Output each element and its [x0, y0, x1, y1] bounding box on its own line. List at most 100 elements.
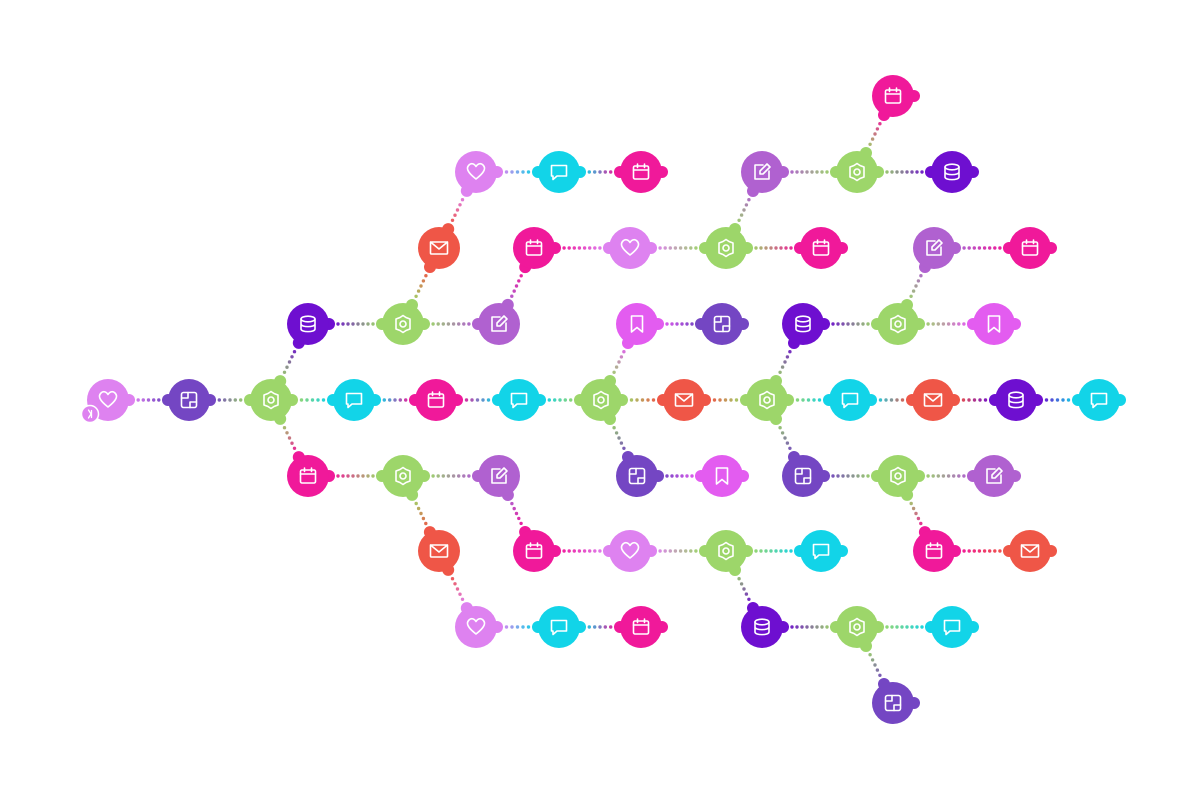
flow-node[interactable] — [513, 530, 555, 572]
node-body[interactable] — [382, 455, 424, 497]
node-body[interactable] — [741, 151, 783, 193]
flow-node[interactable] — [616, 455, 658, 497]
flow-node[interactable] — [931, 606, 973, 648]
flow-node[interactable] — [746, 379, 788, 421]
node-body[interactable] — [478, 455, 520, 497]
node-body[interactable] — [741, 606, 783, 648]
node-body[interactable] — [455, 606, 497, 648]
flow-node[interactable] — [478, 455, 520, 497]
node-body[interactable] — [287, 303, 329, 345]
node-body[interactable] — [872, 682, 914, 724]
flow-node[interactable] — [418, 530, 460, 572]
node-body[interactable] — [580, 379, 622, 421]
flow-node[interactable] — [478, 303, 520, 345]
node-body[interactable] — [616, 455, 658, 497]
flow-node[interactable] — [498, 379, 540, 421]
flow-node[interactable] — [80, 379, 130, 424]
flow-node[interactable] — [609, 530, 651, 572]
flow-node[interactable] — [620, 151, 662, 193]
flow-node[interactable] — [538, 606, 580, 648]
flow-node[interactable] — [877, 303, 919, 345]
flow-node[interactable] — [701, 455, 743, 497]
flow-node[interactable] — [913, 530, 955, 572]
node-body[interactable] — [800, 227, 842, 269]
node-body[interactable] — [800, 530, 842, 572]
flow-node[interactable] — [877, 455, 919, 497]
node-body[interactable] — [705, 530, 747, 572]
flow-node[interactable] — [1009, 530, 1051, 572]
flow-node[interactable] — [701, 303, 743, 345]
node-body[interactable] — [782, 303, 824, 345]
flow-node[interactable] — [620, 606, 662, 648]
node-body[interactable] — [538, 151, 580, 193]
flow-node[interactable] — [418, 227, 460, 269]
node-body[interactable] — [498, 379, 540, 421]
node-body[interactable] — [829, 379, 871, 421]
flow-node[interactable] — [741, 151, 783, 193]
node-body[interactable] — [836, 606, 878, 648]
node-body[interactable] — [168, 379, 210, 421]
node-body[interactable] — [1009, 227, 1051, 269]
flow-node[interactable] — [872, 75, 914, 117]
node-body[interactable] — [513, 227, 555, 269]
node-body[interactable] — [913, 227, 955, 269]
flow-node[interactable] — [455, 151, 497, 193]
flow-node[interactable] — [973, 303, 1015, 345]
node-body[interactable] — [333, 379, 375, 421]
flow-node[interactable] — [455, 606, 497, 648]
flow-node[interactable] — [250, 379, 292, 421]
flow-node[interactable] — [836, 151, 878, 193]
node-body[interactable] — [705, 227, 747, 269]
flow-node[interactable] — [800, 530, 842, 572]
node-body[interactable] — [701, 455, 743, 497]
flow-node[interactable] — [913, 227, 955, 269]
node-body[interactable] — [995, 379, 1037, 421]
flow-node[interactable] — [663, 379, 705, 421]
node-body[interactable] — [609, 227, 651, 269]
flow-node[interactable] — [800, 227, 842, 269]
flow-node[interactable] — [287, 455, 329, 497]
node-body[interactable] — [455, 151, 497, 193]
node-body[interactable] — [913, 530, 955, 572]
node-body[interactable] — [287, 455, 329, 497]
flow-node[interactable] — [580, 379, 622, 421]
node-body[interactable] — [931, 151, 973, 193]
flow-node[interactable] — [609, 227, 651, 269]
node-body[interactable] — [746, 379, 788, 421]
node-body[interactable] — [877, 303, 919, 345]
flow-node[interactable] — [1078, 379, 1120, 421]
flow-node[interactable] — [705, 530, 747, 572]
node-body[interactable] — [620, 606, 662, 648]
node-body[interactable] — [782, 455, 824, 497]
flow-node[interactable] — [513, 227, 555, 269]
flow-node[interactable] — [538, 151, 580, 193]
flow-node[interactable] — [995, 379, 1037, 421]
flow-node[interactable] — [616, 303, 658, 345]
flow-node[interactable] — [912, 379, 954, 421]
flow-node[interactable] — [872, 682, 914, 724]
node-body[interactable] — [973, 455, 1015, 497]
node-body[interactable] — [877, 455, 919, 497]
node-body[interactable] — [973, 303, 1015, 345]
node-body[interactable] — [609, 530, 651, 572]
flow-node[interactable] — [782, 455, 824, 497]
flow-node[interactable] — [782, 303, 824, 345]
node-body[interactable] — [250, 379, 292, 421]
flow-node[interactable] — [382, 303, 424, 345]
flow-node[interactable] — [931, 151, 973, 193]
node-body[interactable] — [1078, 379, 1120, 421]
flow-node[interactable] — [415, 379, 457, 421]
flow-node[interactable] — [829, 379, 871, 421]
flow-node[interactable] — [836, 606, 878, 648]
node-body[interactable] — [620, 151, 662, 193]
flow-node[interactable] — [333, 379, 375, 421]
flow-node[interactable] — [168, 379, 210, 421]
flow-node[interactable] — [287, 303, 329, 345]
node-body[interactable] — [415, 379, 457, 421]
node-body[interactable] — [931, 606, 973, 648]
node-body[interactable] — [513, 530, 555, 572]
flow-node[interactable] — [1009, 227, 1051, 269]
node-body[interactable] — [382, 303, 424, 345]
flow-node[interactable] — [382, 455, 424, 497]
node-body[interactable] — [836, 151, 878, 193]
